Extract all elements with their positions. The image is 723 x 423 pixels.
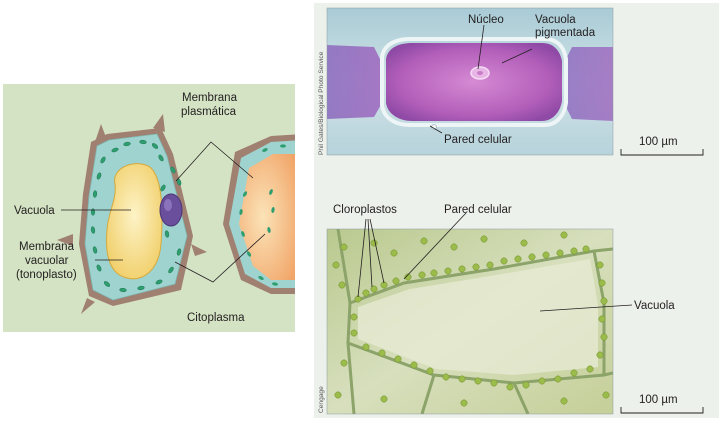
leader-lines xyxy=(61,141,266,283)
neighbor-cell xyxy=(223,134,295,294)
label-membrana-vacuolar-2: vacuolar xyxy=(25,255,69,267)
scale-bar-bottom-label: 100 µm xyxy=(639,394,678,406)
cell-wall-extensions xyxy=(57,114,207,314)
leader-cloroplastos-2 xyxy=(367,218,373,288)
leader-vacuola-bottom xyxy=(539,304,633,312)
scale-bar-bottom: 100 µm xyxy=(620,394,704,414)
label-vacuola-bottom: Vacuola xyxy=(634,300,675,312)
label-pared-celular-bottom: Pared celular xyxy=(444,204,512,216)
nucleolus xyxy=(164,199,172,211)
nucleus xyxy=(159,193,183,227)
label-membrana-vacuolar-3: (tonoplasto) xyxy=(16,269,77,281)
micrograph-bottom xyxy=(327,229,613,414)
credit-top: Phil Gates/Biological Photo Service xyxy=(318,51,325,155)
top-cell-wall xyxy=(380,37,568,127)
neighbor-chloroplasts xyxy=(239,144,286,286)
label-pared-celular-top: Pared celular xyxy=(444,134,512,146)
chloroplasts xyxy=(90,139,182,293)
leader-membrana-plasmatica xyxy=(175,141,254,182)
bottom-chloroplasts xyxy=(332,231,610,407)
scale-bar-top: 100 µm xyxy=(620,136,704,156)
pigmented-vacuole xyxy=(386,43,562,121)
label-vacuola: Vacuola xyxy=(14,205,55,217)
neighbor-vacuole xyxy=(239,154,295,280)
top-right-neighbor-cell xyxy=(564,47,613,121)
plant-cell-diagram-panel: Membrana plasmática Vacuola Membrana vac… xyxy=(3,84,295,332)
leader-nucleo xyxy=(477,24,485,70)
bottom-vacuole xyxy=(358,259,598,375)
label-membrana-plasmatica-1: Membrana xyxy=(182,92,238,104)
label-membrana-plasmatica-2: plasmática xyxy=(181,106,237,118)
scale-bar-top-label: 100 µm xyxy=(639,136,678,148)
micrographs-panel: Phil Gates/Biological Photo Service Ceng… xyxy=(314,3,719,418)
leader-pared-celular-bottom xyxy=(403,212,467,280)
leader-cloroplastos-1 xyxy=(357,218,367,298)
leader-pared-celular-top xyxy=(429,125,443,134)
label-vacuola-pigmentada-2: pigmentada xyxy=(535,27,596,39)
label-citoplasma: Citoplasma xyxy=(187,312,245,324)
top-left-neighbor-cell xyxy=(327,45,382,119)
label-vacuola-pigmentada-1: Vacuola xyxy=(535,14,576,26)
credit-bottom: Cengage xyxy=(318,386,325,413)
leader-cloroplastos-3 xyxy=(369,218,385,284)
label-cloroplastos: Cloroplastos xyxy=(333,204,397,216)
micrographs: Phil Gates/Biological Photo Service Ceng… xyxy=(318,7,704,415)
label-nucleo: Núcleo xyxy=(468,14,504,26)
micrograph-top xyxy=(327,8,613,155)
label-membrana-vacuolar-1: Membrana xyxy=(19,241,75,253)
vacuole xyxy=(106,163,163,280)
plant-cell-diagram: Membrana plasmática Vacuola Membrana vac… xyxy=(14,92,295,324)
leader-citoplasma xyxy=(174,233,266,283)
leader-vacuola-pigmentada xyxy=(501,48,533,64)
